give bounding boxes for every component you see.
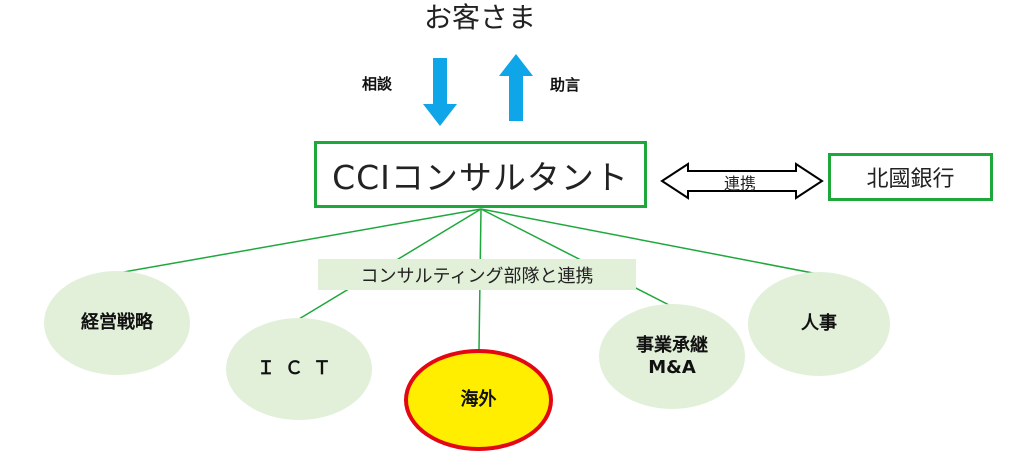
- node-overseas-label: 海外: [460, 389, 497, 410]
- consult-label: 相談: [362, 75, 393, 93]
- advice-label: 助言: [550, 76, 581, 94]
- bank-box: 北國銀行: [828, 153, 993, 201]
- node-succession: 事業承継 M&A: [599, 304, 745, 409]
- line-to-strategy: [117, 208, 482, 274]
- bank-name: 北國銀行: [866, 167, 955, 192]
- node-succession-line2: M&A: [648, 356, 696, 378]
- cci-consultant-box: CCIコンサルタント: [314, 141, 647, 208]
- node-overseas: 海外: [404, 349, 553, 451]
- link-double-arrow-icon: [660, 162, 824, 200]
- advice-arrow-up-icon: [499, 54, 533, 121]
- cci-consultant-title: CCIコンサルタント: [332, 157, 629, 197]
- node-hr: 人事: [748, 272, 890, 376]
- node-ict-label: ＩＣＴ: [257, 358, 341, 379]
- consulting-team-label: コンサルティング部隊と連携: [318, 259, 636, 290]
- node-hr-label: 人事: [801, 313, 837, 334]
- line-to-hr: [480, 208, 819, 275]
- node-ict: ＩＣＴ: [226, 318, 372, 420]
- node-strategy-label: 経営戦略: [81, 312, 153, 333]
- link-label: 連携: [723, 174, 756, 193]
- customer-label: お客さま: [423, 1, 536, 34]
- consult-arrow-down-icon: [423, 58, 457, 126]
- consulting-team-text: コンサルティング部隊と連携: [360, 265, 594, 287]
- node-strategy: 経営戦略: [44, 271, 190, 375]
- line-to-succession: [480, 208, 672, 307]
- node-succession-line1: 事業承継: [636, 334, 708, 356]
- node-succession-text: 事業承継 M&A: [636, 335, 708, 379]
